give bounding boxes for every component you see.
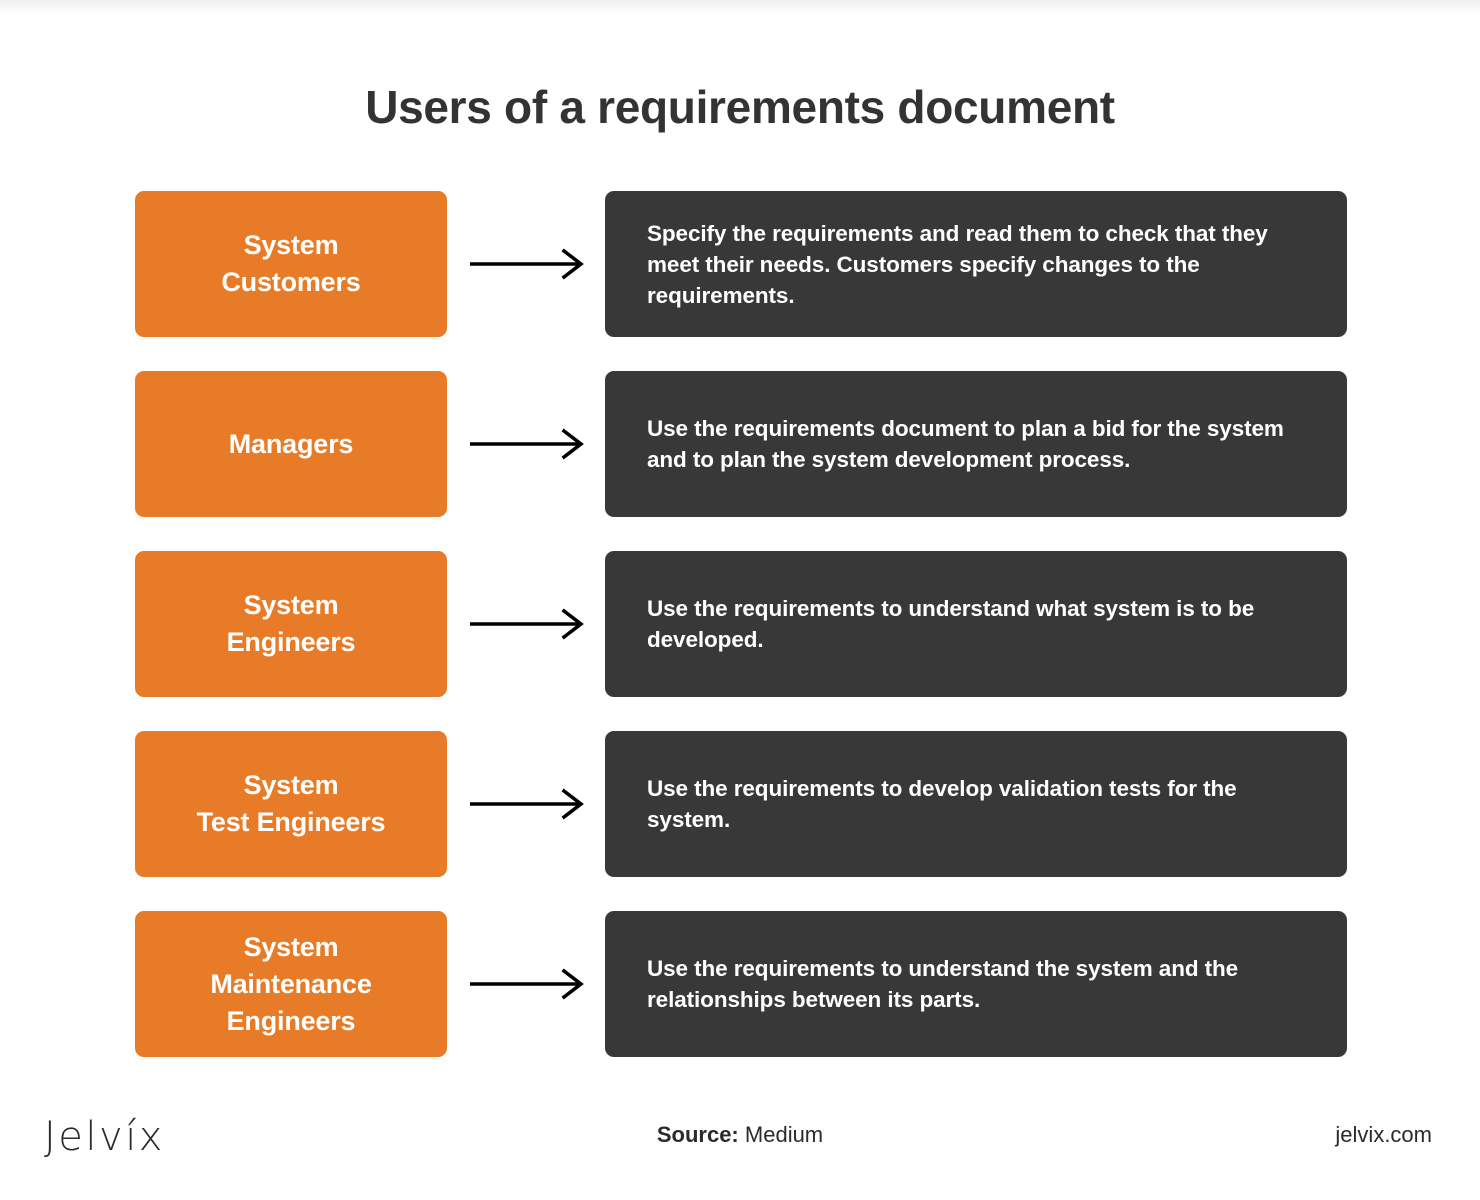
table-row: System Engineers Use the requirements to… — [0, 551, 1480, 697]
role-box-system-customers[interactable]: System Customers — [135, 191, 447, 337]
description-text: Use the requirements to understand what … — [647, 596, 1255, 652]
table-row: Managers Use the requirements document t… — [0, 371, 1480, 517]
jelvix-logo: Jelvíx — [44, 1114, 165, 1160]
table-row: System Test Engineers Use the requiremen… — [0, 731, 1480, 877]
arrow-right-icon — [468, 911, 590, 1057]
table-row: System Customers Specify the requirement… — [0, 191, 1480, 337]
arrow-right-icon — [468, 731, 590, 877]
source-label: Source: — [656, 1122, 739, 1147]
description-text: Use the requirements document to plan a … — [647, 416, 1284, 472]
description-box[interactable]: Use the requirements to develop validati… — [605, 731, 1347, 877]
role-box-system-test-engineers[interactable]: System Test Engineers — [135, 731, 447, 877]
role-label: System Engineers — [226, 590, 356, 657]
role-label: System Customers — [221, 230, 361, 297]
arrow-right-icon — [468, 371, 590, 517]
description-box[interactable]: Use the requirements document to plan a … — [605, 371, 1347, 517]
footer: Jelvíx Source: Medium jelvix.com — [0, 1108, 1480, 1168]
role-label: System Maintenance Engineers — [210, 931, 372, 1036]
website-url: jelvix.com — [1335, 1122, 1432, 1147]
arrow-right-icon — [468, 551, 590, 697]
top-gradient-band — [0, 0, 1480, 14]
description-box[interactable]: Specify the requirements and read them t… — [605, 191, 1347, 337]
table-row: System Maintenance Engineers Use the req… — [0, 911, 1480, 1057]
description-text: Use the requirements to develop validati… — [647, 776, 1237, 832]
page-title: Users of a requirements document — [365, 81, 1115, 133]
rows-container: System Customers Specify the requirement… — [0, 191, 1480, 1091]
source-value: Medium — [744, 1122, 824, 1147]
description-text: Specify the requirements and read them t… — [647, 220, 1268, 308]
role-box-system-engineers[interactable]: System Engineers — [135, 551, 447, 697]
role-label: System Test Engineers — [196, 770, 386, 837]
description-text: Use the requirements to understand the s… — [647, 956, 1239, 1012]
role-label: Managers — [228, 428, 354, 459]
role-box-system-maintenance-engineers[interactable]: System Maintenance Engineers — [135, 911, 447, 1057]
description-box[interactable]: Use the requirements to understand the s… — [605, 911, 1347, 1057]
source-attribution: Source: Medium — [0, 1122, 1480, 1148]
description-box[interactable]: Use the requirements to understand what … — [605, 551, 1347, 697]
arrow-right-icon — [468, 191, 590, 337]
role-box-managers[interactable]: Managers — [135, 371, 447, 517]
